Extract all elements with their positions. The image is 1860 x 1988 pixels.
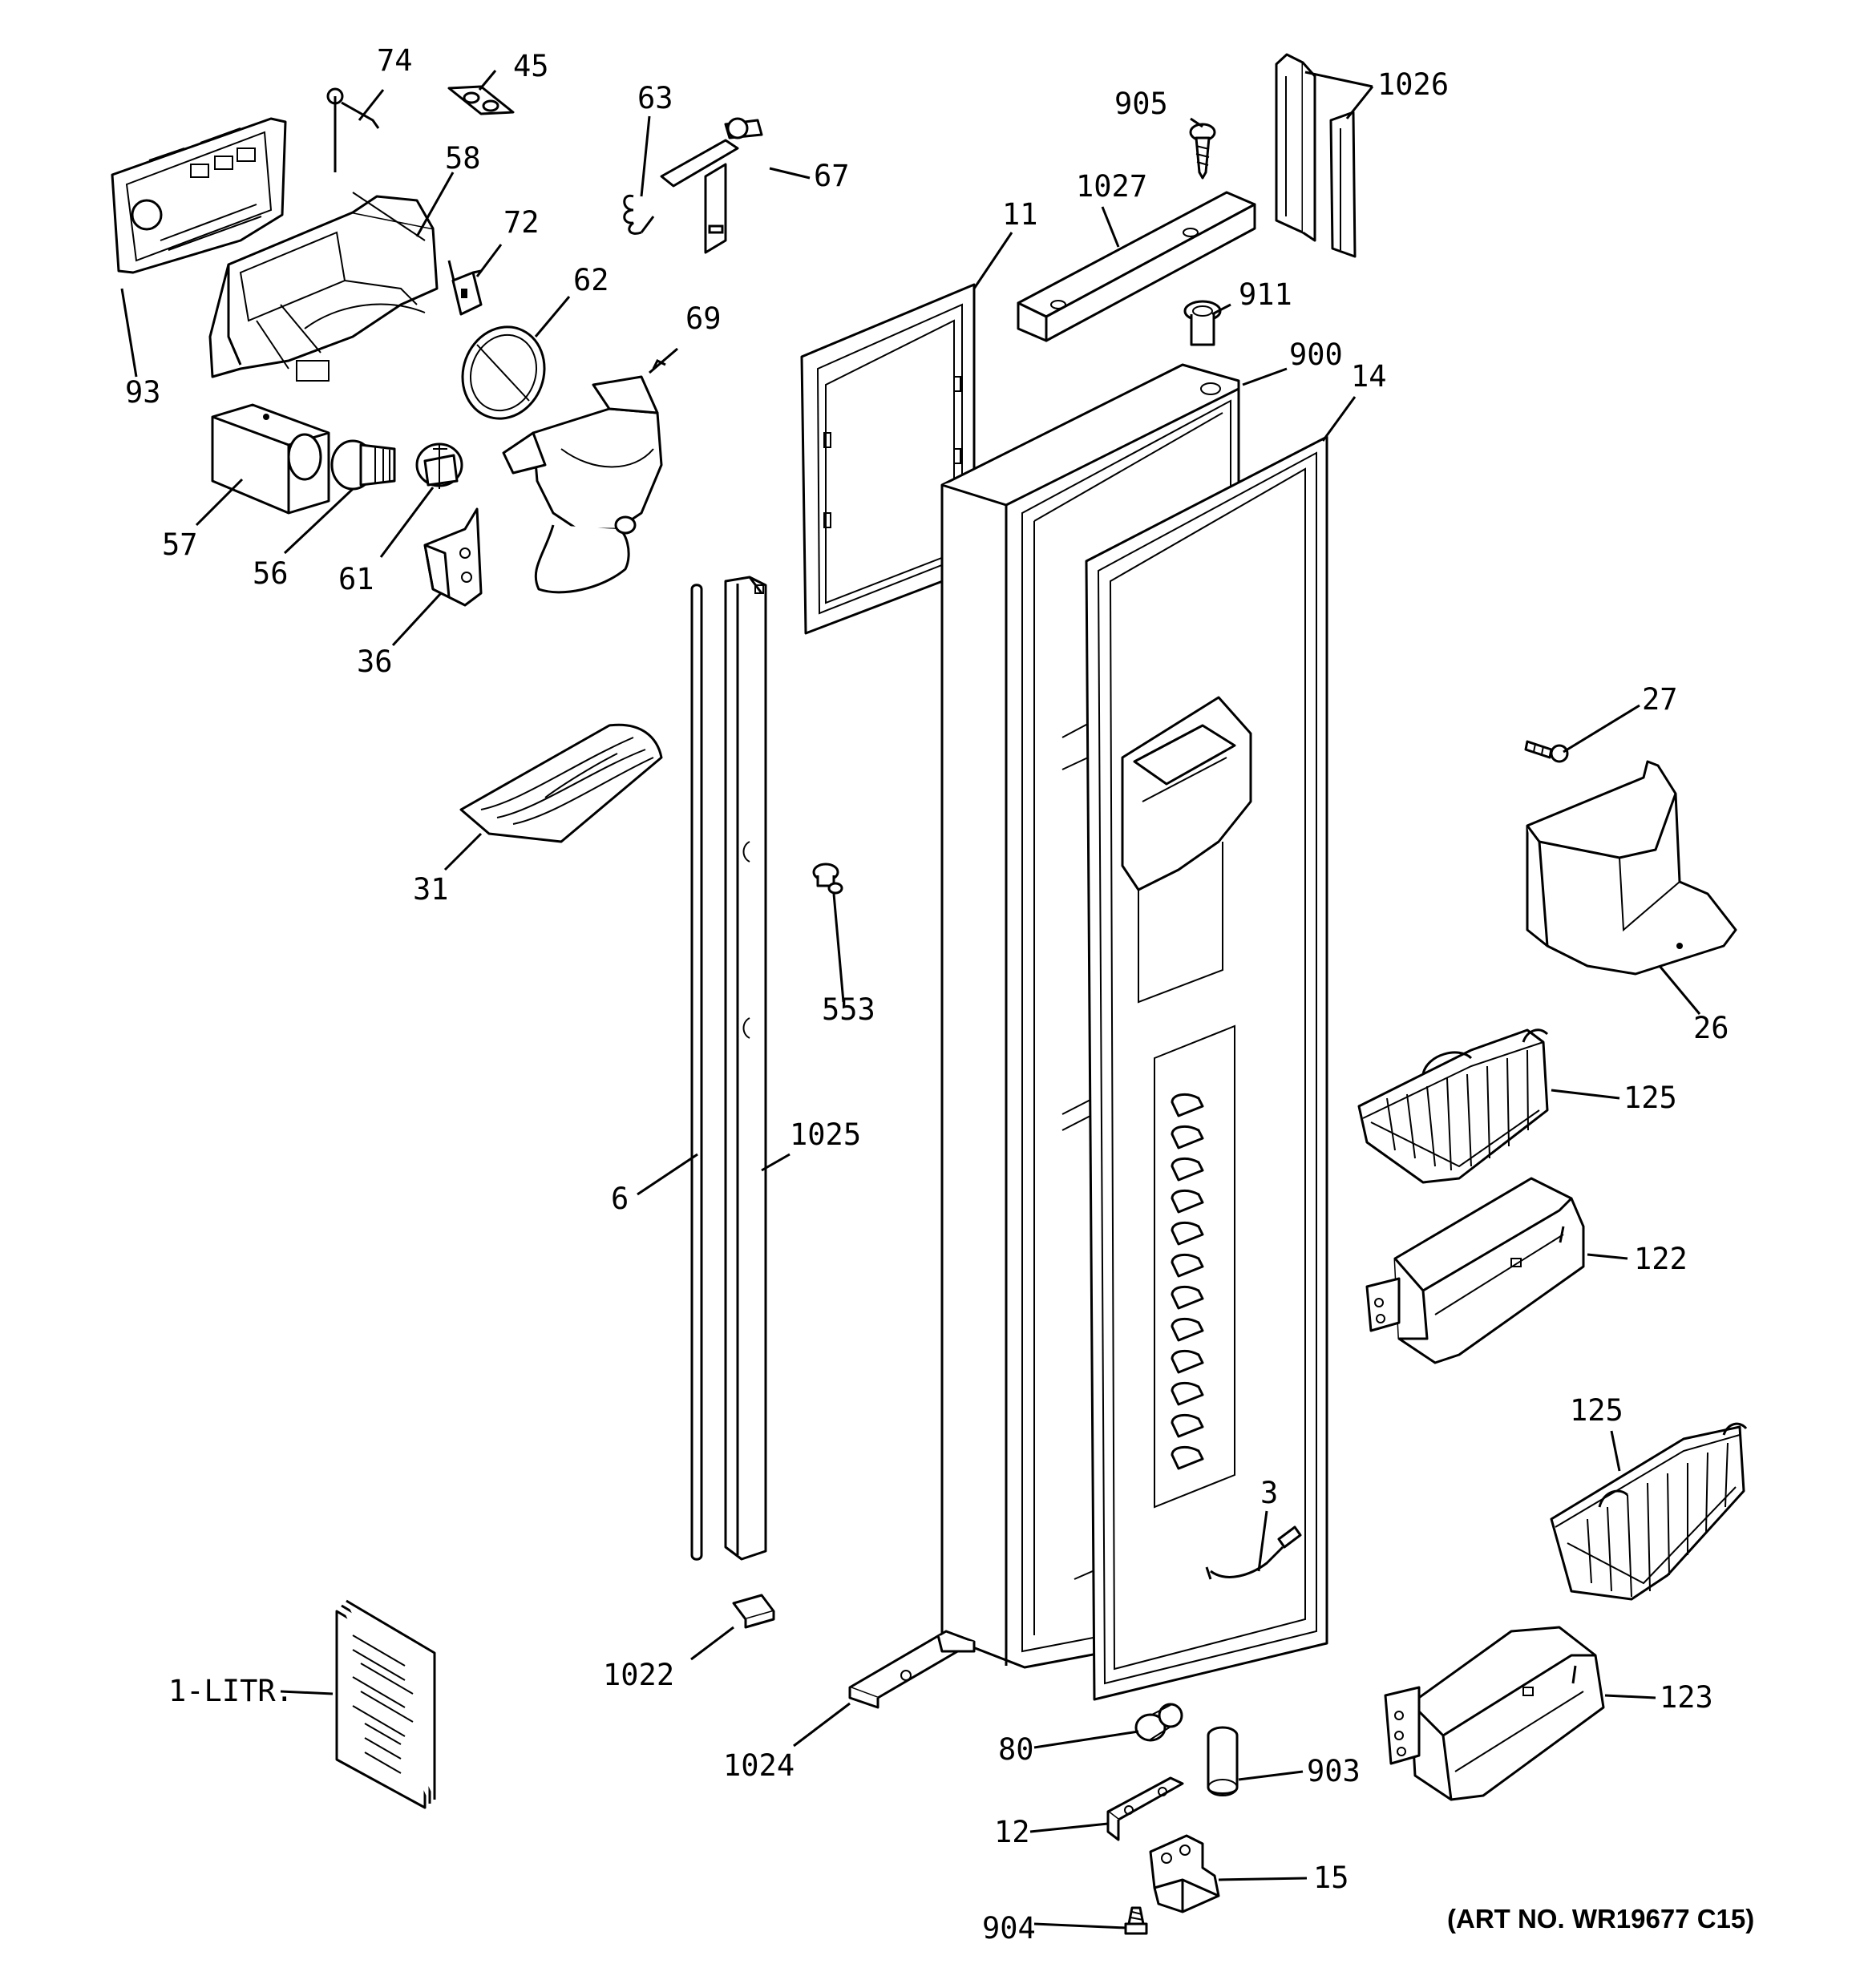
spring-74	[326, 87, 380, 172]
label-72: 72	[503, 205, 540, 240]
wire-basket-125-upper	[1357, 1028, 1549, 1184]
door-gasket-14	[1085, 435, 1328, 1701]
wire-harness-3	[1205, 1525, 1302, 1580]
trim-strip-1026	[1275, 53, 1357, 258]
ice-chute-69	[502, 358, 666, 594]
grommet-80	[1134, 1703, 1183, 1742]
label-3: 3	[1260, 1476, 1278, 1510]
art-number: (ART NO. WR19677 C15)	[1447, 1904, 1754, 1933]
label-74: 74	[377, 43, 413, 78]
label-905: 905	[1114, 87, 1168, 121]
label-904: 904	[982, 1911, 1036, 1946]
hinge-plate-12	[1106, 1776, 1184, 1841]
label-57: 57	[162, 527, 198, 562]
label-1022: 1022	[603, 1658, 674, 1692]
label-58: 58	[445, 141, 481, 176]
hinge-15	[1149, 1834, 1220, 1913]
label-123: 123	[1660, 1680, 1713, 1715]
socket-61	[415, 442, 463, 489]
label-553: 553	[822, 992, 875, 1027]
screw-904	[1124, 1906, 1148, 1935]
label-14: 14	[1351, 359, 1387, 394]
literature-1-litr	[335, 1599, 436, 1809]
label-69: 69	[685, 301, 722, 336]
dispenser-housing-58	[208, 192, 439, 382]
label-11: 11	[1002, 197, 1038, 232]
leader-lines	[120, 70, 1701, 1929]
lamp-56	[330, 439, 396, 491]
label-900: 900	[1289, 337, 1343, 372]
bushing-903	[1207, 1726, 1239, 1796]
label-56: 56	[253, 556, 289, 591]
wire-basket-125-lower	[1550, 1422, 1748, 1601]
rod-6	[690, 584, 703, 1561]
label-911: 911	[1239, 277, 1292, 312]
label-1-litr: 1-LITR.	[168, 1674, 293, 1708]
bracket-36	[423, 507, 483, 607]
label-1024: 1024	[723, 1748, 795, 1783]
spring-63	[623, 194, 655, 235]
label-45: 45	[513, 49, 549, 83]
label-31: 31	[413, 872, 449, 907]
clip-1022	[732, 1594, 775, 1629]
bracket-45	[447, 85, 515, 115]
screw-905	[1189, 123, 1216, 180]
shelf-supports	[1154, 1024, 1235, 1509]
door-cap-1027	[1017, 191, 1256, 342]
motor-57	[211, 403, 330, 515]
door-bin-123	[1384, 1626, 1605, 1801]
label-6: 6	[611, 1182, 629, 1216]
label-12: 12	[994, 1815, 1030, 1849]
channel-1025	[724, 576, 767, 1561]
label-125-upper: 125	[1623, 1081, 1677, 1115]
label-93: 93	[125, 375, 161, 410]
label-1026: 1026	[1377, 67, 1449, 102]
label-62: 62	[573, 263, 609, 297]
label-67: 67	[814, 159, 850, 193]
bracket-1024	[848, 1630, 976, 1709]
drip-tray-31	[459, 723, 663, 843]
door-bin-122	[1365, 1177, 1585, 1364]
control-panel-board-93	[111, 117, 287, 274]
dispenser-recess	[1121, 696, 1252, 1004]
callout-labels: 74 45 63 67 58 72 62 69 93 57 56 61 36 3…	[125, 43, 1754, 1946]
label-61: 61	[338, 562, 374, 596]
label-27: 27	[1642, 682, 1678, 717]
switch-72	[447, 260, 483, 316]
label-15: 15	[1313, 1861, 1349, 1895]
label-80: 80	[998, 1732, 1034, 1767]
ring-62	[461, 325, 546, 420]
label-36: 36	[357, 644, 393, 679]
screw-27	[1524, 740, 1569, 763]
label-1027: 1027	[1076, 169, 1147, 204]
label-122: 122	[1634, 1242, 1688, 1276]
lever-67	[660, 117, 763, 254]
knob-553	[812, 863, 843, 895]
cover-26	[1526, 760, 1737, 976]
label-1025: 1025	[790, 1117, 861, 1152]
bushing-911	[1183, 300, 1222, 346]
label-903: 903	[1307, 1754, 1361, 1788]
label-125-lower: 125	[1570, 1393, 1623, 1428]
label-26: 26	[1693, 1011, 1729, 1045]
label-63: 63	[637, 81, 673, 115]
